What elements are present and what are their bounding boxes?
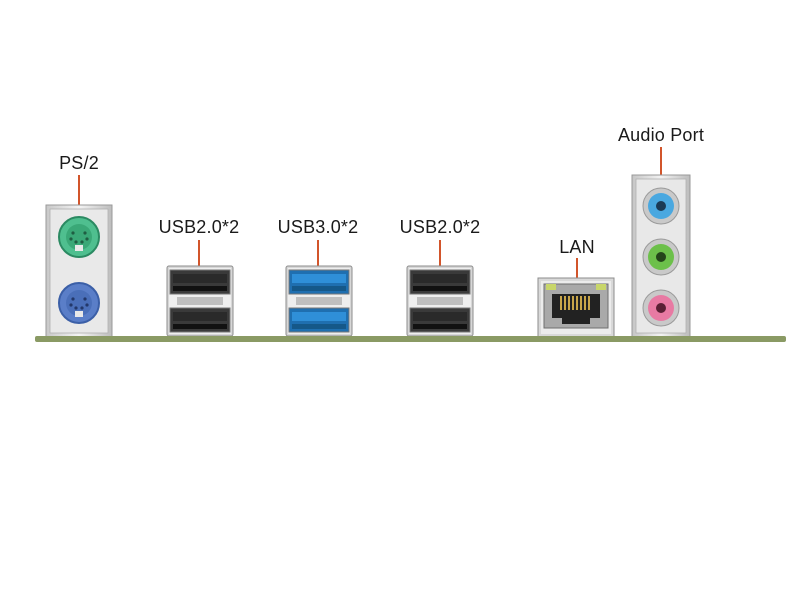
leader-ps2 <box>78 175 80 212</box>
usb2-port-stack-left <box>166 265 234 337</box>
usb2-port-stack-right <box>406 265 474 337</box>
ps2-keyboard-port-icon[interactable] <box>58 216 100 258</box>
label-lan: LAN <box>559 237 595 257</box>
rj45-lan-port-icon[interactable] <box>543 283 609 329</box>
usb2-port-icon[interactable] <box>169 269 231 295</box>
usb2-port-icon[interactable] <box>409 269 471 295</box>
leader-audio <box>660 147 662 187</box>
usb3-port-stack <box>285 265 353 337</box>
label-usb-right: USB2.0*2 <box>399 217 481 237</box>
label-usb-left: USB2.0*2 <box>158 217 240 237</box>
audio-jack-icon[interactable] <box>642 289 680 327</box>
usb2-port-icon[interactable] <box>169 307 231 333</box>
leader-usb-right <box>439 240 441 273</box>
label-ps2: PS/2 <box>59 153 99 173</box>
motherboard-edge <box>35 336 786 342</box>
audio-jack-icon[interactable] <box>642 238 680 276</box>
audio-port-block <box>631 174 691 338</box>
leader-usb-left <box>198 240 200 273</box>
ps2-port-block <box>45 204 113 338</box>
usb3-port-icon[interactable] <box>288 269 350 295</box>
label-audio: Audio Port <box>617 125 705 145</box>
lan-port-block <box>537 277 615 338</box>
leader-usb3 <box>317 240 319 273</box>
usb3-port-icon[interactable] <box>288 307 350 333</box>
audio-jack-icon[interactable] <box>642 187 680 225</box>
ps2-mouse-port-icon[interactable] <box>58 282 100 324</box>
label-usb3: USB3.0*2 <box>277 217 359 237</box>
usb2-port-icon[interactable] <box>409 307 471 333</box>
leader-lan <box>576 258 578 292</box>
